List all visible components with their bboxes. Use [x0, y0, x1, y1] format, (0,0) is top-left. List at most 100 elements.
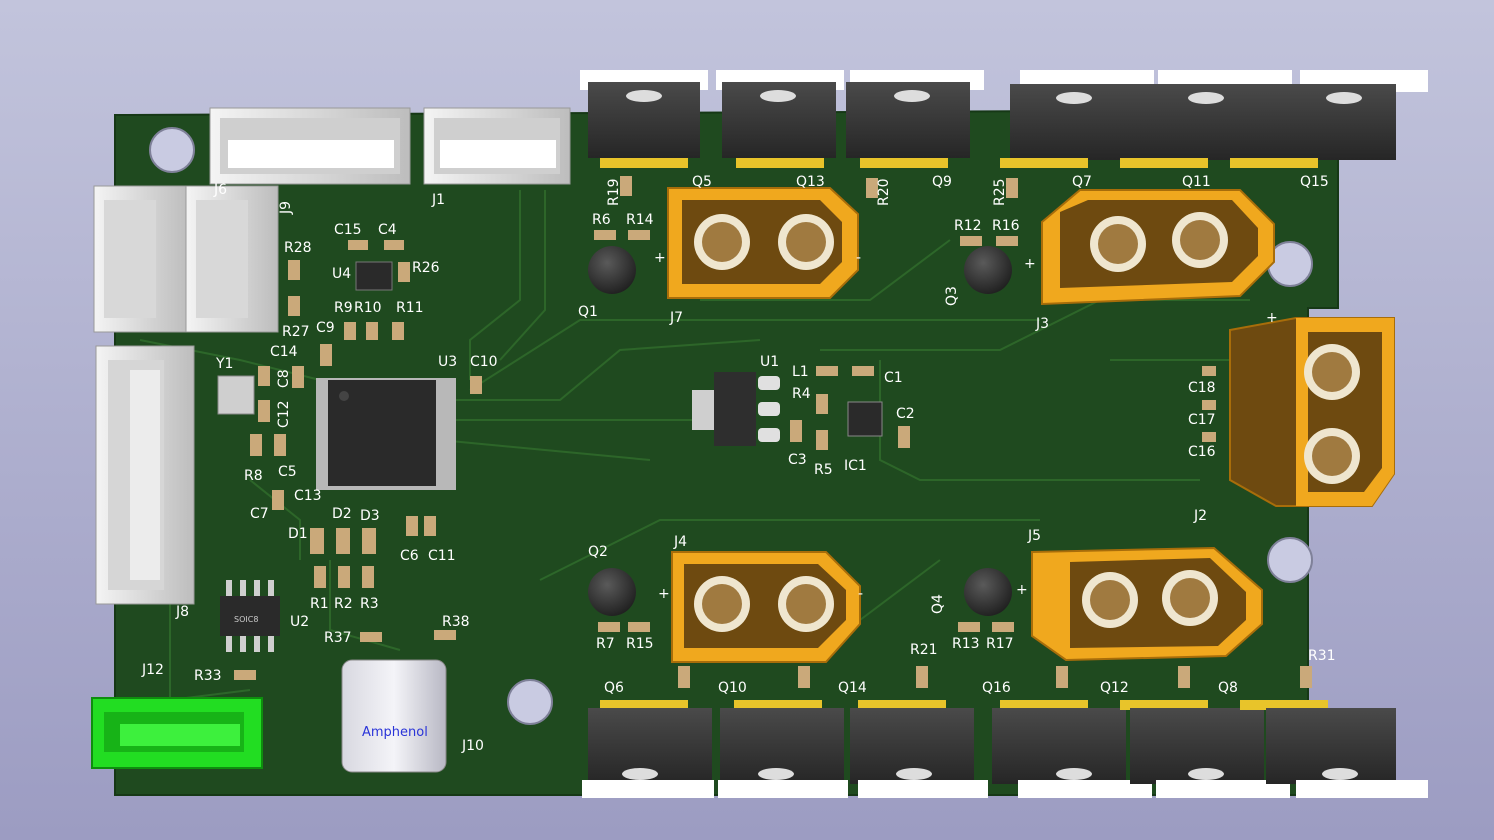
label-r17: R17: [986, 636, 1014, 652]
label-u4: U4: [332, 266, 351, 282]
label-q1: Q1: [578, 304, 598, 320]
polarity-plus-j3: +: [1024, 256, 1036, 272]
mcu-u3: [316, 378, 456, 490]
label-r33: R33: [194, 668, 222, 684]
label-c8: C8: [276, 369, 292, 388]
label-c4: C4: [378, 222, 397, 238]
polarity-plus-j4: +: [658, 586, 670, 602]
polarity-plus-j7: +: [654, 250, 666, 266]
label-c10: C10: [470, 354, 498, 370]
label-c15: C15: [334, 222, 362, 238]
label-c13: C13: [294, 488, 322, 504]
label-j8: J8: [175, 604, 189, 620]
jst-connector-j12: [91, 697, 263, 769]
label-q2: Q2: [588, 544, 608, 560]
label-j12: J12: [141, 662, 164, 678]
jst-connector-j1: [423, 107, 571, 185]
label-r10: R10: [354, 300, 382, 316]
mosfet-q7: [1000, 70, 1154, 168]
label-r1: R1: [310, 596, 329, 612]
label-c14: C14: [270, 344, 298, 360]
label-r37: R37: [324, 630, 352, 646]
label-c5: C5: [278, 464, 297, 480]
label-r28: R28: [284, 240, 312, 256]
xt60-connector-j5: [1031, 546, 1263, 662]
mounting-hole: [1267, 537, 1313, 583]
mosfet-q12: [1120, 700, 1290, 798]
label-r27: R27: [282, 324, 310, 340]
mosfets-top-row: [580, 70, 1428, 168]
mosfet-q5: [580, 70, 708, 168]
label-r2: R2: [334, 596, 353, 612]
label-c11: C11: [428, 548, 456, 564]
label-j3: J3: [1035, 316, 1049, 332]
label-j9: J9: [278, 201, 294, 215]
polarity-plus-j2: +: [1266, 310, 1278, 326]
label-r8: R8: [244, 468, 263, 484]
label-q15: Q15: [1300, 174, 1329, 190]
label-c7: C7: [250, 506, 269, 522]
polarity-minus-j4: -: [858, 586, 863, 602]
label-l1: L1: [792, 364, 809, 380]
label-r9: R9: [334, 300, 353, 316]
label-ic1: IC1: [844, 458, 867, 474]
label-d2: D2: [332, 506, 352, 522]
label-r11: R11: [396, 300, 424, 316]
label-r38: R38: [442, 614, 470, 630]
mosfet-q11: [1120, 70, 1292, 168]
xt60-connector-j2: [1229, 317, 1395, 507]
label-r7: R7: [596, 636, 615, 652]
jst-connector-j6-left: [93, 185, 189, 333]
mosfet-q6: [582, 700, 714, 798]
label-r31: R31: [1308, 648, 1336, 664]
label-c9: C9: [316, 320, 335, 336]
xt60-connector-j7: [667, 187, 859, 299]
label-r6: R6: [592, 212, 611, 228]
silkscreen-labels: J6 J9 J1 Q5 Q13 Q9 Q7 Q11 Q15 R19 R20 R2…: [141, 174, 1336, 754]
transistor-q2: [588, 568, 636, 616]
ic-u4: [355, 261, 393, 291]
polarity-minus-j7: -: [856, 250, 861, 266]
label-q8: Q8: [1218, 680, 1238, 696]
label-j5: J5: [1027, 528, 1041, 544]
label-d1: D1: [288, 526, 308, 542]
label-r20: R20: [876, 178, 892, 206]
label-u2: U2: [290, 614, 309, 630]
usb-c-connector-j10: [341, 659, 447, 773]
jst-connector-j9: [209, 107, 411, 185]
jst-connector-j6-right: [185, 185, 279, 333]
mosfet-q16: [992, 700, 1152, 798]
label-j4: J4: [673, 534, 687, 550]
label-q5: Q5: [692, 174, 712, 190]
label-q6: Q6: [604, 680, 624, 696]
label-c17: C17: [1188, 412, 1216, 428]
label-q13: Q13: [796, 174, 825, 190]
mounting-hole: [507, 679, 553, 725]
label-q16: Q16: [982, 680, 1011, 696]
label-q11: Q11: [1182, 174, 1211, 190]
label-u3: U3: [438, 354, 457, 370]
label-q9: Q9: [932, 174, 952, 190]
mounting-hole: [149, 127, 195, 173]
mosfet-q10: [718, 700, 848, 798]
label-c1: C1: [884, 370, 903, 386]
label-j2: J2: [1193, 508, 1207, 524]
label-amphenol: Amphenol: [362, 725, 428, 740]
label-j6: J6: [213, 182, 227, 198]
ic-ic1: [847, 401, 883, 437]
mosfet-q14: [850, 700, 988, 798]
label-y1: Y1: [215, 356, 233, 372]
label-r19: R19: [606, 178, 622, 206]
label-r14: R14: [626, 212, 654, 228]
label-r16: R16: [992, 218, 1020, 234]
transistor-q1: [588, 246, 636, 294]
label-d3: D3: [360, 508, 380, 524]
transistor-q4: [964, 568, 1012, 616]
label-j1: J1: [431, 192, 445, 208]
label-r13: R13: [952, 636, 980, 652]
crystal-y1: [217, 375, 255, 415]
mosfets-bottom-row: [582, 700, 1428, 798]
label-q14: Q14: [838, 680, 867, 696]
passive-components: [234, 176, 1312, 688]
